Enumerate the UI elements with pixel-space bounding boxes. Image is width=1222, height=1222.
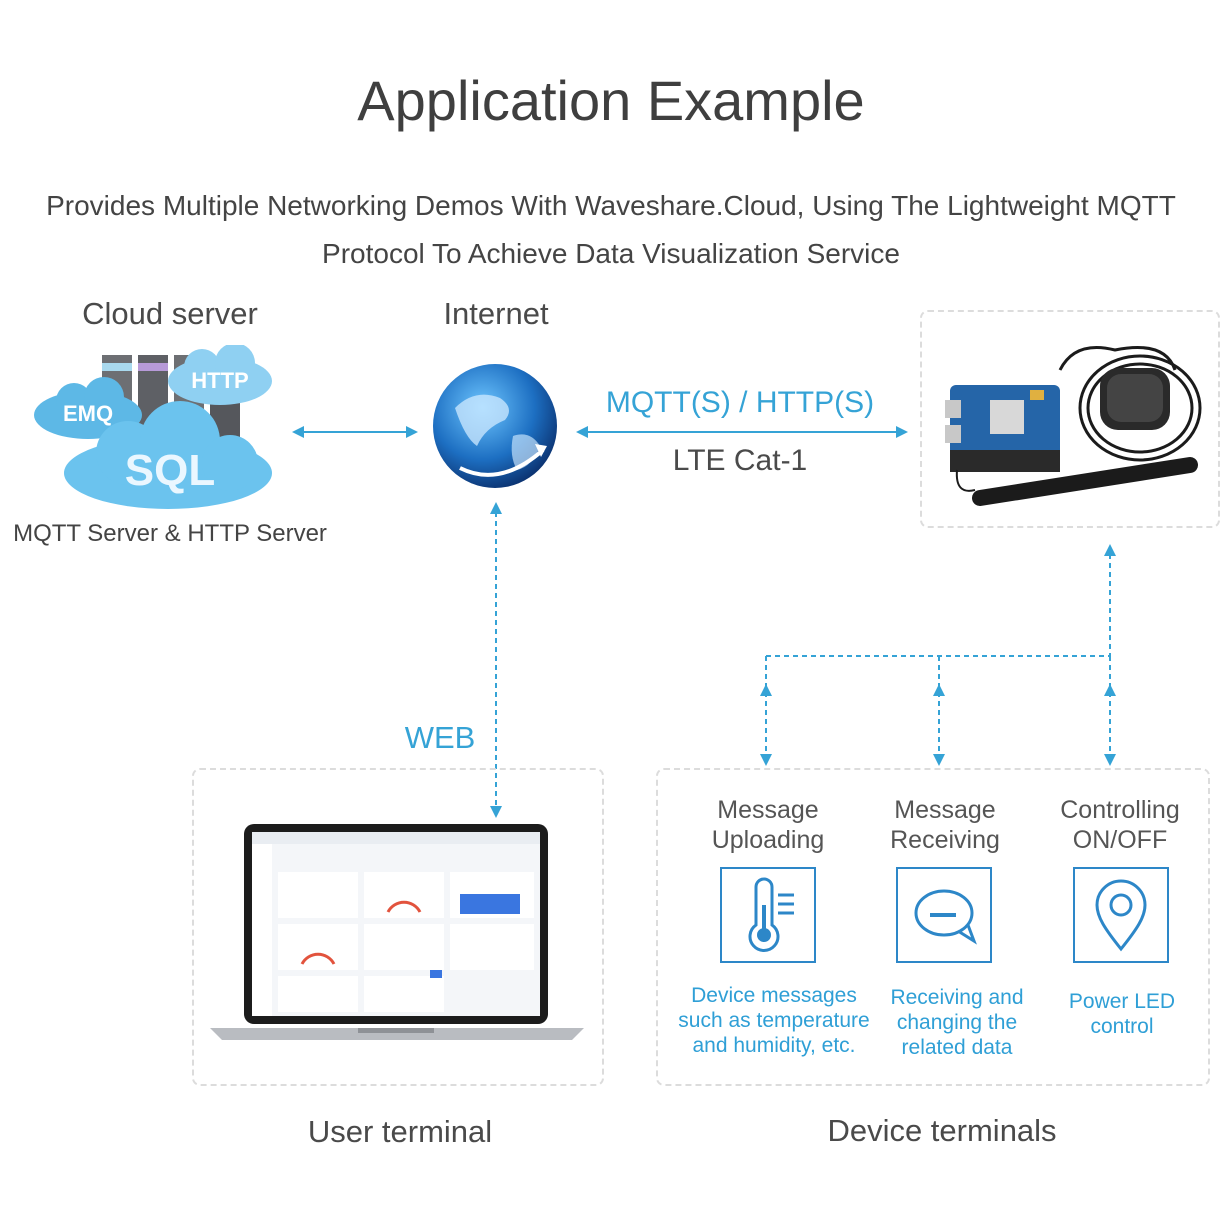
emq-badge: EMQ bbox=[63, 401, 113, 426]
cloud-server-caption: MQTT Server & HTTP Server bbox=[13, 520, 327, 547]
user-terminal-box bbox=[192, 768, 604, 1086]
feature-icon-box-receive bbox=[896, 867, 992, 963]
cloud-server-label: Cloud server bbox=[82, 296, 258, 331]
device-terminals-label: Device terminals bbox=[827, 1113, 1057, 1148]
feature-desc-receive: Receiving and changing the related data bbox=[890, 986, 1024, 1059]
lte-hat-device-image bbox=[945, 346, 1202, 506]
location-pin-icon bbox=[1095, 879, 1147, 952]
http-badge: HTTP bbox=[191, 368, 248, 393]
feature-title-control: Controlling ON/OFF bbox=[1060, 796, 1180, 854]
internet-label: Internet bbox=[443, 296, 549, 331]
feature-desc-upload: Device messages such as temperature and … bbox=[678, 984, 870, 1057]
subtitle-line-1: Provides Multiple Networking Demos With … bbox=[46, 190, 1176, 221]
device-terminals-box bbox=[656, 768, 1210, 1086]
globe-icon bbox=[433, 364, 557, 488]
sql-badge: SQL bbox=[125, 446, 215, 495]
feature-title-upload: Message Uploading bbox=[711, 796, 825, 854]
network-label: LTE Cat-1 bbox=[672, 444, 808, 477]
subtitle-line-2: Protocol To Achieve Data Visualization S… bbox=[322, 238, 900, 269]
feature-desc-control: Power LED control bbox=[1068, 990, 1176, 1038]
page-title: Application Example bbox=[357, 69, 865, 132]
device-branch-arrows bbox=[760, 544, 1116, 766]
thermometer-icon bbox=[748, 877, 794, 952]
cloud-server-icon: HTTP EMQ SQL bbox=[34, 345, 272, 509]
protocol-label: MQTT(S) / HTTP(S) bbox=[605, 386, 875, 419]
cloud-internet-arrow bbox=[292, 426, 418, 438]
internet-web-arrow bbox=[490, 502, 502, 818]
chat-bubble-icon bbox=[914, 889, 977, 945]
device-image-box bbox=[920, 310, 1220, 528]
internet-device-arrow bbox=[576, 426, 908, 438]
web-label: WEB bbox=[404, 720, 476, 755]
feature-title-receive: Message Receiving bbox=[890, 796, 1000, 854]
laptop-image bbox=[210, 824, 584, 1040]
feature-icon-box-upload bbox=[720, 867, 816, 963]
user-terminal-label: User terminal bbox=[307, 1114, 493, 1149]
feature-icon-box-control bbox=[1073, 867, 1169, 963]
